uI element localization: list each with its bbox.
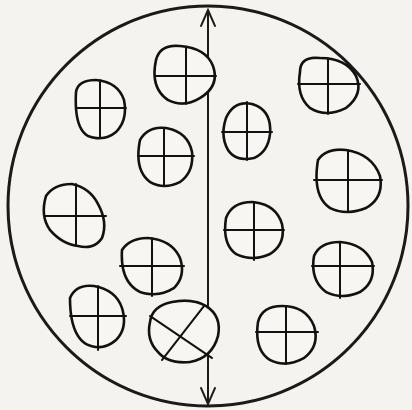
cell <box>222 102 272 160</box>
cell <box>155 46 217 104</box>
cell <box>70 286 126 350</box>
cell <box>120 238 184 296</box>
cell <box>149 301 219 363</box>
cell <box>314 150 382 212</box>
cell <box>138 128 194 186</box>
cell <box>224 202 284 260</box>
cells <box>44 46 382 364</box>
cell <box>44 184 106 247</box>
cell <box>256 306 318 364</box>
cell <box>312 242 374 298</box>
cell <box>76 80 126 138</box>
